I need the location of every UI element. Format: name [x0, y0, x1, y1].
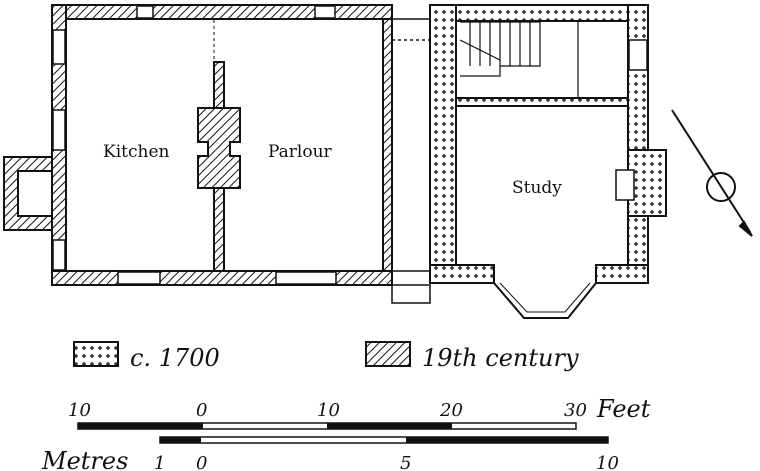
- metres-tick-0: 1: [154, 453, 165, 471]
- c1700-walls: [429, 4, 667, 284]
- metres-unit-label: Metres: [41, 447, 128, 471]
- legend-swatch-c1700: [73, 341, 119, 367]
- bay-window: [493, 282, 597, 319]
- metres-tick-2: 5: [400, 453, 411, 471]
- feet-tick-0: 10: [68, 400, 91, 421]
- legend-label-c1700: c. 1700: [130, 344, 220, 372]
- feet-tick-3: 20: [439, 400, 463, 421]
- legend-label-19th-century: 19th century: [422, 344, 579, 372]
- room-label-parlour: Parlour: [268, 142, 333, 162]
- staircase: [459, 21, 579, 98]
- metres-scale-bar: [159, 436, 609, 444]
- feet-tick-2: 10: [317, 400, 340, 421]
- door-openings: [65, 20, 457, 200]
- windows-19c: [52, 5, 337, 285]
- metres-tick-3: 10: [596, 453, 619, 471]
- feet-scale-bar: [77, 422, 577, 430]
- feet-tick-1: 0: [196, 400, 207, 421]
- windows-c1700: [628, 39, 648, 71]
- study-chimney: [615, 169, 635, 201]
- room-label-study: Study: [512, 178, 562, 198]
- north-arrow-icon: [671, 109, 753, 237]
- feet-tick-4: 30: [564, 400, 587, 421]
- room-label-kitchen: Kitchen: [103, 142, 169, 162]
- metres-tick-1: 0: [196, 453, 207, 471]
- feet-unit-label: Feet: [596, 395, 651, 423]
- entrance-passage: [391, 18, 431, 304]
- legend-swatch-19th-century: [365, 341, 411, 367]
